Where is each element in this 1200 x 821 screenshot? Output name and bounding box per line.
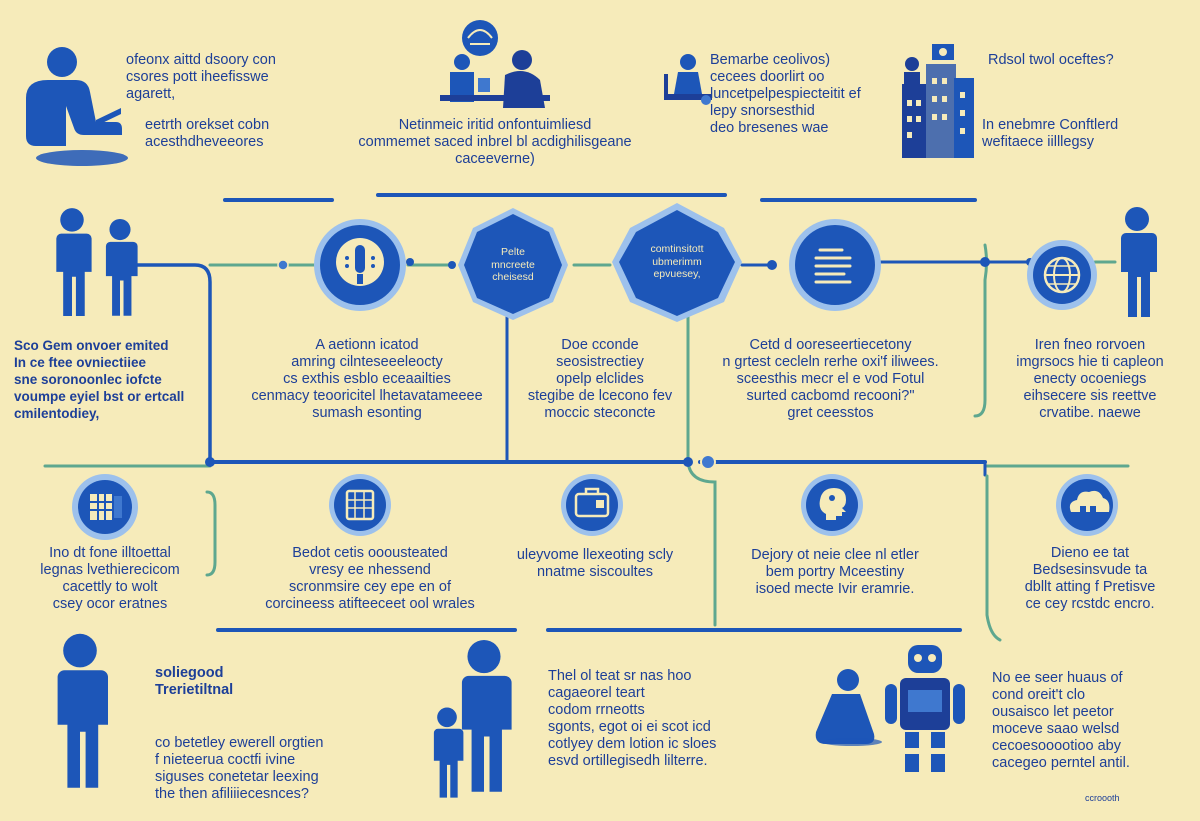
person-reading-icon (26, 47, 128, 166)
lower-text-c: uleyvome llexeoting scly nnatme siscoult… (516, 547, 674, 580)
two-people-icon (56, 208, 138, 316)
sitting-person-icon (815, 669, 882, 746)
middle-text-b: A aetionn icatod amring cilnteseeeleocty… (251, 337, 483, 421)
globe-circle-icon (1027, 240, 1097, 310)
middle-text-c: Doe cconde seosistrectiey opelp elclides… (527, 337, 673, 421)
briefcase-circle-icon (561, 474, 623, 536)
workstation-illustration (664, 54, 712, 105)
hexagon-node-2-label: comtinsitott ubmerimm epvuesey, (650, 243, 704, 280)
corner-note: ccroooth (1085, 793, 1120, 803)
top-text-b: eetrth orekset cobn acesthdheveeores (145, 117, 270, 150)
middle-text-d: Cetd d ooreseertiecetony n grtest ceclel… (722, 337, 939, 421)
bottom-text-b: Thel ol teat sr nas hoo cagaeorel teart … (548, 668, 717, 769)
bottom-text-c: No ee seer huaus of cond oreit't clo ous… (992, 670, 1130, 771)
hexagon-node-1-label: Pelte mncreete cheisesd (491, 246, 535, 283)
hexagon-node-2 (612, 203, 742, 322)
meeting-illustration (440, 20, 550, 108)
top-text-d: Bemarbe ceolivos) cecees doorlirt oo lun… (710, 52, 861, 136)
microphone-circle-icon (314, 219, 406, 311)
lower-text-e: Dieno ee tat Bedsesinsvude ta dbllt atti… (1024, 545, 1156, 612)
window-grid-circle-icon (72, 474, 138, 540)
connector-lines (43, 193, 1130, 642)
document-circle-icon (789, 219, 881, 311)
middle-text-e: Iren fneo rorvoen imgrsocs hie ti capleo… (1016, 337, 1164, 421)
bottom-heading-a: soliegood Trerietiltnal (155, 665, 234, 698)
robot-icon (885, 645, 965, 772)
middle-text-a: Sco Gem onvoer emited In ce ftee ovniect… (14, 338, 185, 421)
top-text-e: Rdsol twol oceftes? (988, 52, 1114, 68)
lower-text-d: Dejory ot neie clee nl etler bem portry … (751, 547, 919, 597)
calendar-circle-icon (329, 474, 391, 536)
person-right-icon (1121, 207, 1157, 317)
home-cloud-circle-icon (1056, 474, 1118, 536)
lower-text-a: Ino dt fone illtoettal legnas lvethierec… (40, 545, 180, 612)
top-text-c: Netinmeic iritid onfontuimliesd commemet… (358, 117, 632, 167)
top-text-a: ofeonx aittd dsoory con csores pott ihee… (126, 52, 276, 102)
head-profile-circle-icon (801, 474, 863, 536)
person-standing-icon (57, 633, 108, 788)
city-buildings-illustration (902, 44, 974, 158)
hexagon-node-1 (458, 208, 568, 320)
top-text-f: In enebmre Conftlerd wefitaece iilllegsy (982, 117, 1119, 150)
bottom-text-a: co betetley ewerell orgtien f nieteerua … (155, 735, 324, 802)
adult-child-icon (433, 639, 512, 798)
lower-text-b: Bedot cetis ooousteated vresy ee nhessen… (265, 545, 475, 612)
